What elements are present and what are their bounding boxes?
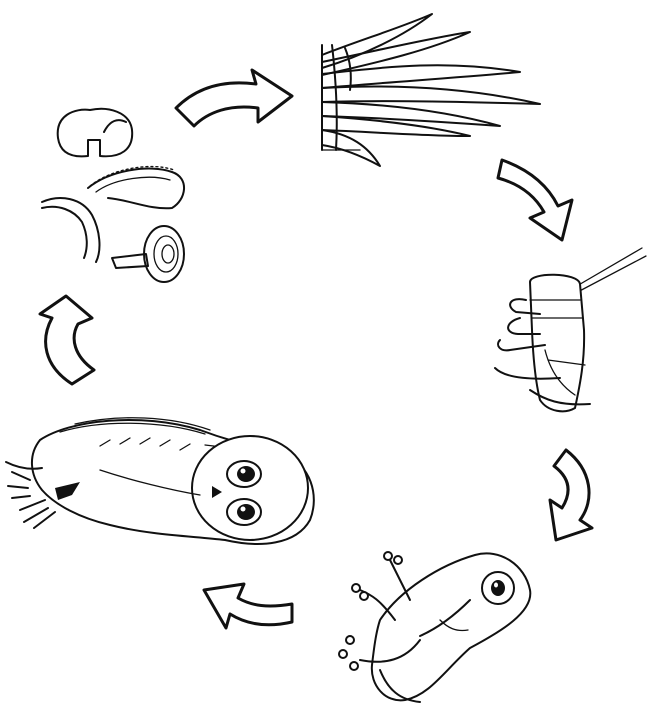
arrow-grass-to-grasshopper	[498, 160, 572, 240]
snail-icon	[112, 226, 184, 282]
decomposers-icon	[42, 109, 184, 282]
arrow-decomposers-to-grass	[176, 70, 292, 126]
grass-icon	[322, 14, 540, 166]
owl-icon	[6, 418, 314, 544]
worm-icon	[42, 198, 99, 262]
arrow-grasshopper-to-frog	[550, 450, 592, 540]
millipede-icon	[88, 167, 184, 209]
arrow-frog-to-owl	[204, 584, 292, 628]
arrow-owl-to-decomposers	[40, 296, 94, 384]
mushroom-icon	[58, 109, 132, 157]
frog-icon	[339, 552, 530, 702]
grasshopper-icon	[495, 248, 646, 411]
